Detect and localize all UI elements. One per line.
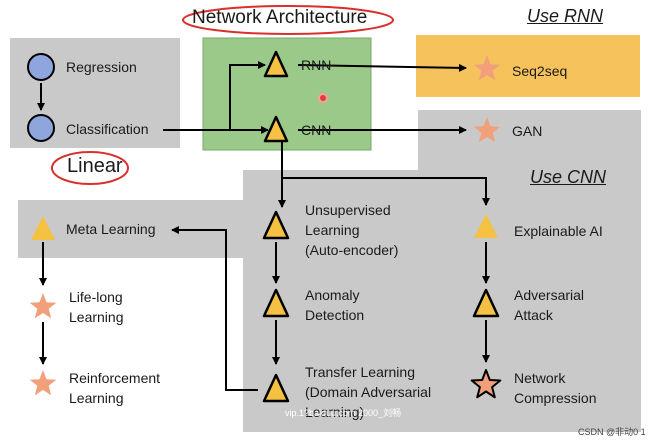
transfer-label-3: Learning): [305, 404, 365, 420]
diagram-title: Network Architecture: [192, 7, 368, 28]
anomaly-label-2: Detection: [305, 307, 365, 323]
unsupervised-label-2: Learning: [305, 222, 360, 238]
unsupervised-label-1: Unsupervised: [305, 202, 391, 218]
meta-triangle-icon: [31, 216, 55, 240]
anomaly-label-1: Anomaly: [305, 287, 360, 303]
reinforcement-label-2: Learning: [69, 390, 124, 406]
use-cnn-label: Use CNN: [530, 167, 607, 187]
transfer-label-2: (Domain Adversarial: [305, 384, 432, 400]
linear-label: Linear: [67, 155, 123, 177]
rnn-triangle-icon: [263, 50, 289, 78]
anomaly-triangle-icon: [262, 288, 290, 318]
network-architecture-box: [202, 37, 372, 151]
gan-label: GAN: [512, 123, 543, 139]
cnn-label: CNN: [301, 122, 332, 138]
gan-star-icon: [473, 117, 501, 143]
connectors: [37, 61, 490, 391]
watermark-corner: CSDN @非动0 1: [578, 427, 646, 437]
transfer-label-1: Transfer Learning: [305, 364, 415, 380]
unsupervised-triangle-icon: [262, 210, 290, 240]
classification-label: Classification: [66, 121, 149, 137]
regression-label: Regression: [66, 59, 137, 75]
adversarial-label-1: Adversarial: [514, 287, 585, 303]
explainable-label: Explainable AI: [514, 223, 603, 239]
watermark-center: vip.1?baiduu.com 2000_刘畅: [285, 408, 402, 418]
lifelong-label-1: Life-long: [69, 289, 123, 305]
red-dot: [318, 93, 328, 103]
meta-learning-label: Meta Learning: [66, 221, 156, 237]
seq2seq-star-icon: [473, 55, 501, 81]
adversarial-triangle-icon: [472, 288, 500, 318]
rnn-label: RNN: [301, 57, 332, 73]
lifelong-star-icon: [29, 293, 57, 319]
use-rnn-box: [416, 35, 640, 97]
regression-node-icon: [27, 53, 55, 81]
reinforcement-label-1: Reinforcement: [69, 370, 161, 386]
compression-label-1: Network: [514, 370, 566, 386]
adversarial-label-2: Attack: [514, 307, 553, 323]
seq2seq-label: Seq2seq: [512, 63, 568, 79]
use-rnn-label: Use RNN: [527, 6, 604, 26]
linear-oval: [51, 151, 129, 185]
compression-star-icon: [470, 369, 502, 399]
cnn-triangle-icon: [263, 115, 289, 143]
reinforcement-star-icon: [29, 370, 57, 396]
classification-node-icon: [27, 114, 55, 142]
title-oval: [182, 5, 394, 35]
cnn-region-main: [243, 170, 641, 432]
unsupervised-label-3: (Auto-encoder): [305, 242, 399, 258]
transfer-triangle-icon: [262, 373, 290, 403]
lifelong-label-2: Learning: [69, 309, 124, 325]
compression-label-2: Compression: [514, 390, 597, 406]
explainable-triangle-icon: [474, 214, 498, 238]
